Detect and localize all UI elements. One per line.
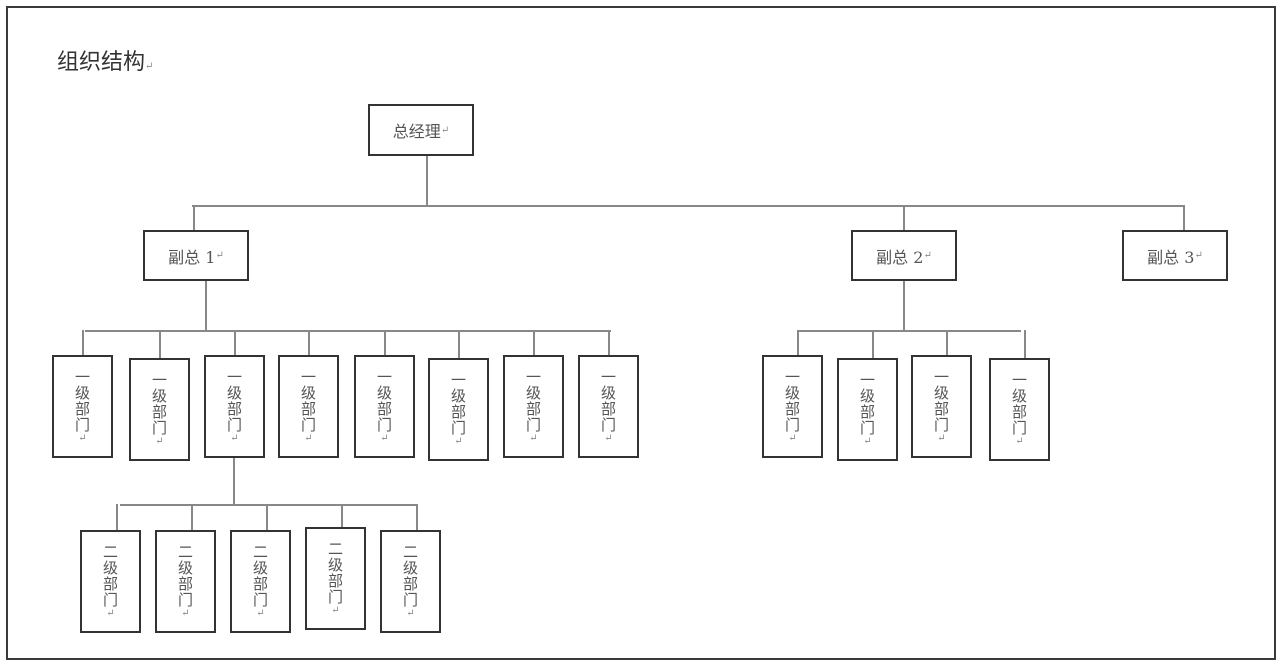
paragraph-mark-icon: ↵ <box>453 435 464 448</box>
department-box-label: 一级部门 <box>150 371 168 436</box>
connector-line <box>1183 205 1185 230</box>
paragraph-mark-icon: ↵ <box>603 432 614 445</box>
connector-line <box>341 504 343 527</box>
paragraph-mark-icon: ↵ <box>229 432 240 445</box>
paragraph-mark-icon: ↵ <box>145 61 154 72</box>
sub-department-box: 二级部门↵ <box>305 527 366 630</box>
department-box-label: 一级部门 <box>1010 371 1028 436</box>
connector-line <box>797 330 1021 332</box>
paragraph-mark-icon: ↵ <box>787 432 798 445</box>
diagram-title: 组织结构↵ <box>57 44 153 76</box>
connector-line <box>308 330 310 355</box>
sub-department-box-label: 二级部门 <box>326 540 344 605</box>
connector-line <box>120 504 417 506</box>
connector-line <box>797 330 799 355</box>
vice-president-box: 副总 2↵ <box>851 230 957 281</box>
connector-line <box>946 330 948 355</box>
connector-line <box>116 504 118 530</box>
paragraph-mark-icon: ↵ <box>440 124 450 136</box>
connector-line <box>193 205 195 230</box>
connector-line <box>458 330 460 358</box>
connector-line <box>872 330 874 358</box>
paragraph-mark-icon: ↵ <box>1194 250 1203 261</box>
sub-department-box-label: 二级部门 <box>401 543 419 608</box>
connector-line <box>608 330 610 355</box>
department-box: 一级部门↵ <box>428 358 489 461</box>
paragraph-mark-icon: ↵ <box>379 432 390 445</box>
sub-department-box-label: 二级部门 <box>101 543 119 608</box>
title-text: 组织结构 <box>57 50 146 75</box>
general-manager-box: 总经理↵ <box>368 104 474 156</box>
vice-president-box-label: 副总 2 <box>876 247 924 267</box>
paragraph-mark-icon: ↵ <box>936 432 947 445</box>
department-box: 一级部门↵ <box>278 355 339 458</box>
general-manager-box-label: 总经理 <box>392 122 441 141</box>
connector-line <box>533 330 535 355</box>
connector-line <box>384 330 386 355</box>
paragraph-mark-icon: ↵ <box>923 250 932 261</box>
department-box-label: 一级部门 <box>599 368 617 433</box>
sub-department-box: 二级部门↵ <box>380 530 441 633</box>
paragraph-mark-icon: ↵ <box>154 435 165 448</box>
department-box-label: 一级部门 <box>225 368 243 433</box>
department-box: 一级部门↵ <box>762 355 823 458</box>
connector-line <box>234 330 236 355</box>
paragraph-mark-icon: ↵ <box>105 607 116 620</box>
connector-line <box>416 504 418 530</box>
paragraph-mark-icon: ↵ <box>303 432 314 445</box>
paragraph-mark-icon: ↵ <box>180 607 191 620</box>
department-box-label: 一级部门 <box>524 368 542 433</box>
department-box: 一级部门↵ <box>578 355 639 458</box>
connector-line <box>233 458 235 505</box>
paragraph-mark-icon: ↵ <box>405 607 416 620</box>
sub-department-box-label: 二级部门 <box>176 543 194 608</box>
vice-president-box: 副总 1↵ <box>143 230 249 281</box>
paragraph-mark-icon: ↵ <box>77 432 88 445</box>
sub-department-box-label: 二级部门 <box>251 543 269 608</box>
paragraph-mark-icon: ↵ <box>1014 435 1025 448</box>
connector-line <box>85 330 611 332</box>
paragraph-mark-icon: ↵ <box>215 250 224 261</box>
connector-line <box>191 504 193 530</box>
department-box: 一级部门↵ <box>204 355 265 458</box>
connector-line <box>205 281 207 331</box>
diagram-frame <box>6 6 1276 660</box>
department-box: 一级部门↵ <box>129 358 190 461</box>
connector-line <box>192 205 1185 207</box>
vice-president-box-label: 副总 1 <box>168 247 216 267</box>
connector-line <box>1024 330 1026 358</box>
department-box-label: 一级部门 <box>783 368 801 433</box>
department-box: 一级部门↵ <box>837 358 898 461</box>
connector-line <box>82 330 84 355</box>
sub-department-box: 二级部门↵ <box>230 530 291 633</box>
vice-president-box-label: 副总 3 <box>1147 247 1195 267</box>
department-box: 一级部门↵ <box>503 355 564 458</box>
department-box-label: 一级部门 <box>858 371 876 436</box>
connector-line <box>266 504 268 530</box>
department-box: 一级部门↵ <box>354 355 415 458</box>
sub-department-box: 二级部门↵ <box>80 530 141 633</box>
connector-line <box>426 156 428 206</box>
vice-president-box: 副总 3↵ <box>1122 230 1228 281</box>
paragraph-mark-icon: ↵ <box>862 435 873 448</box>
department-box-label: 一级部门 <box>932 368 950 433</box>
department-box-label: 一级部门 <box>73 368 91 433</box>
paragraph-mark-icon: ↵ <box>528 432 539 445</box>
department-box-label: 一级部门 <box>449 371 467 436</box>
department-box-label: 一级部门 <box>299 368 317 433</box>
department-box-label: 一级部门 <box>375 368 393 433</box>
connector-line <box>903 205 905 230</box>
connector-line <box>903 281 905 331</box>
connector-line <box>159 330 161 358</box>
department-box: 一级部门↵ <box>911 355 972 458</box>
paragraph-mark-icon: ↵ <box>255 607 266 620</box>
sub-department-box: 二级部门↵ <box>155 530 216 633</box>
department-box: 一级部门↵ <box>989 358 1050 461</box>
department-box: 一级部门↵ <box>52 355 113 458</box>
paragraph-mark-icon: ↵ <box>330 604 341 617</box>
